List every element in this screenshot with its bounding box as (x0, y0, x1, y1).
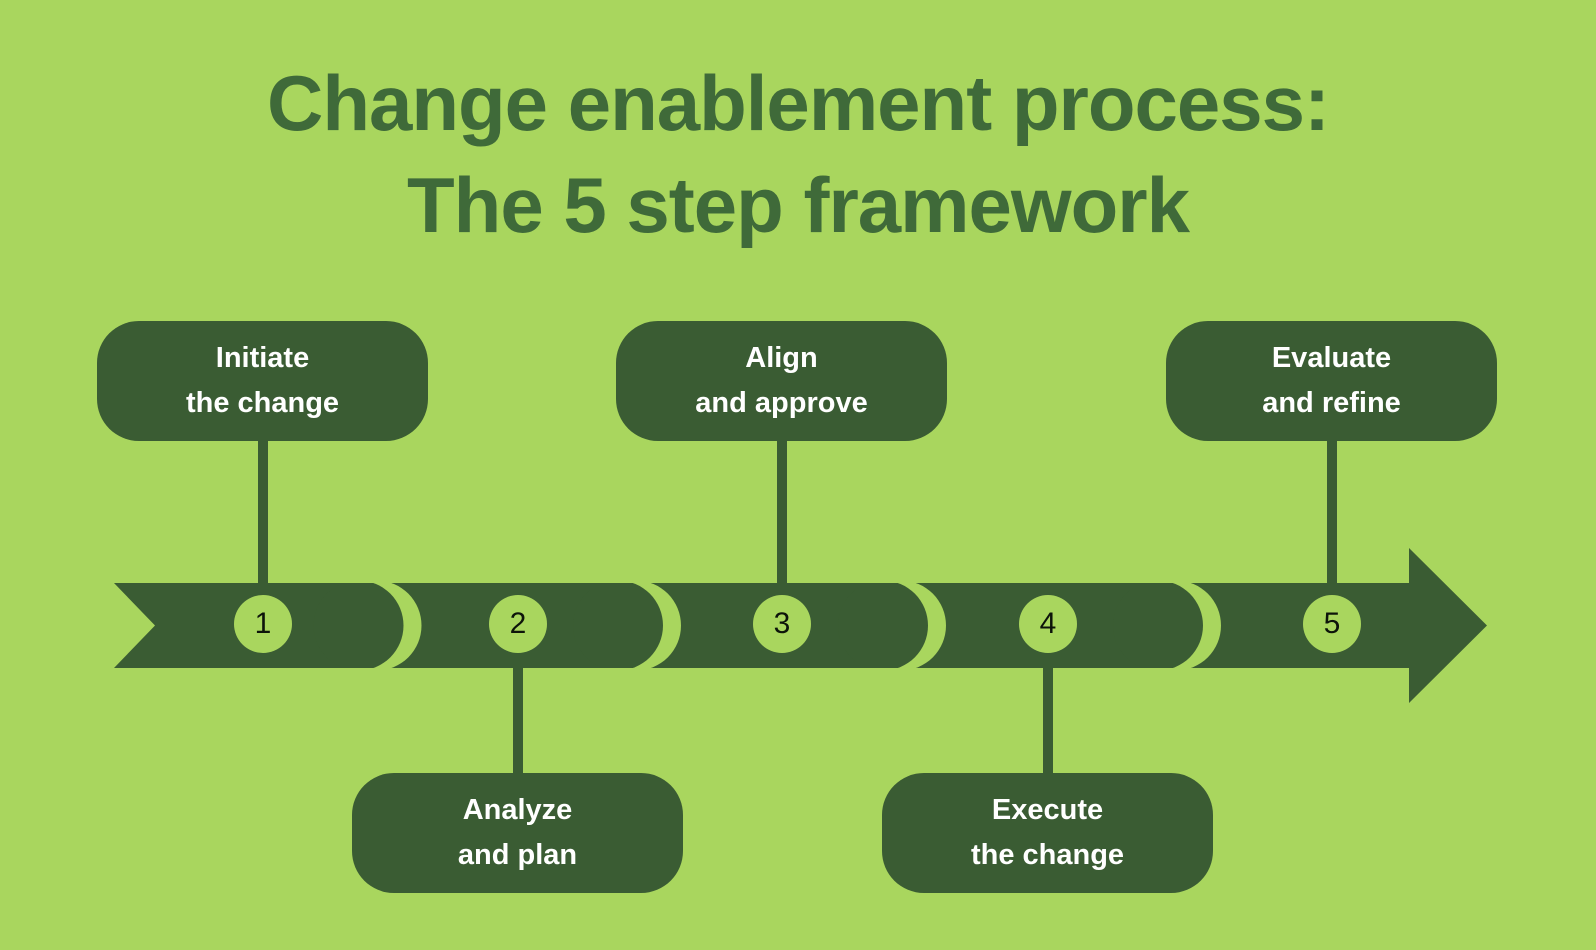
step-3-label-box: Align and approve (616, 321, 947, 441)
step-3-label-line-2: and approve (695, 387, 868, 419)
step-1-label-line-2: the change (185, 387, 340, 419)
step-4-label-line-1: Execute (991, 794, 1104, 826)
segment-separators (313, 583, 1221, 668)
separator-cap (1113, 583, 1203, 668)
step-4-label-line-2: the change (970, 839, 1125, 871)
step-5-number-badge: 5 (1303, 595, 1361, 653)
step-2-label-line-2: and plan (457, 839, 578, 871)
step-1-label-line-1: Initiate (215, 342, 310, 374)
step-5-label-line-1: Evaluate (1271, 342, 1392, 374)
connector-step-4 (1043, 666, 1053, 775)
page-title-line-1: Change enablement process: (267, 59, 1330, 147)
step-3-label-line-1: Align (745, 342, 818, 374)
page-title-line-2: The 5 step framework (407, 161, 1190, 249)
step-3-number-badge: 3 (753, 595, 811, 653)
step-1-number-badge: 1 (234, 595, 292, 653)
connector-step-2 (513, 666, 523, 775)
separator-cap (573, 583, 663, 668)
step-4-number-badge: 4 (1019, 595, 1077, 653)
step-2-number-badge: 2 (489, 595, 547, 653)
page-title: Change enablement process: The 5 step fr… (0, 52, 1596, 256)
separator-cap (838, 583, 928, 668)
step-2-label-box: Analyze and plan (352, 773, 683, 893)
separator-cap (313, 583, 404, 668)
step-5-label-box: Evaluate and refine (1166, 321, 1497, 441)
step-4-label-box: Execute the change (882, 773, 1213, 893)
connector-step-3 (777, 440, 787, 585)
step-2-label-line-1: Analyze (462, 794, 573, 826)
connector-step-1 (258, 440, 268, 585)
step-1-label-box: Initiate the change (97, 321, 428, 441)
connector-step-5 (1327, 440, 1337, 585)
step-5-label-line-2: and refine (1262, 387, 1401, 419)
